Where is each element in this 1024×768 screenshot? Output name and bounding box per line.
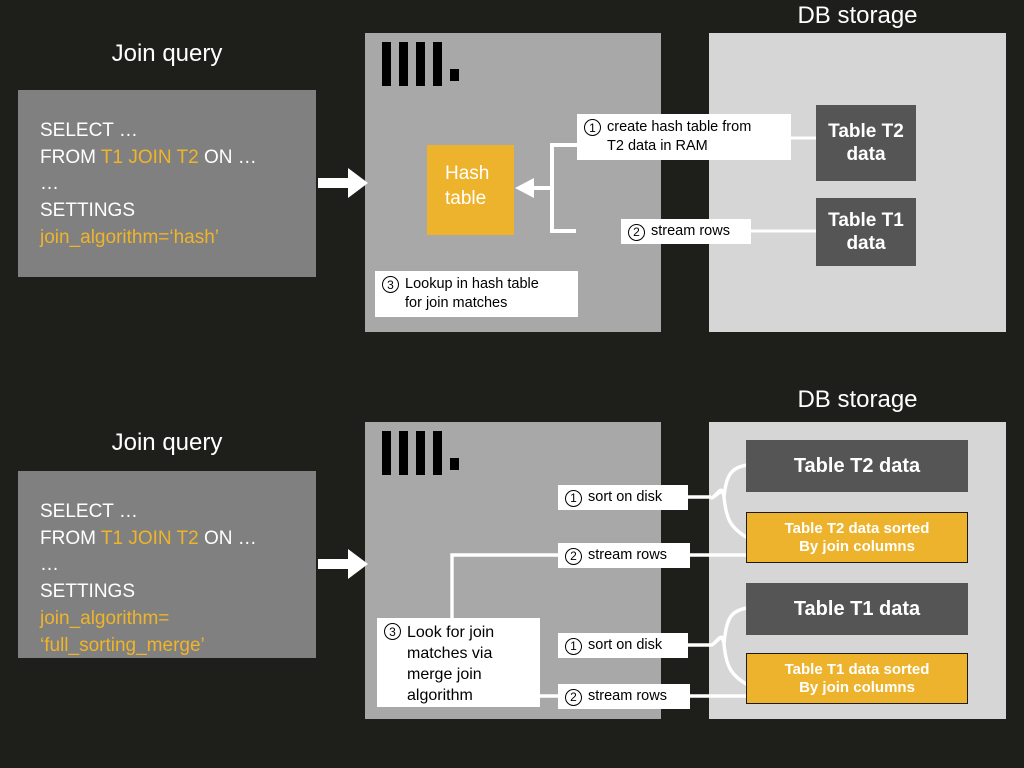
callout-text: Look for join matches via merge join alg… <box>407 624 495 704</box>
table-t2-data-top: Table T2 data <box>816 105 916 181</box>
clickhouse-logo-icon-top <box>382 42 459 86</box>
callout-text: sort on disk <box>588 489 663 505</box>
query-line-join-algorithm-key: join_algorithm= <box>40 608 170 629</box>
query-line-ellipsis: … <box>40 173 59 194</box>
callout-number: 1 <box>565 489 582 507</box>
callout-text: stream rows <box>588 688 667 704</box>
table-t2-data-label: Table T2 data <box>793 454 921 477</box>
callout-create-hash-table: 1 create hash table from T2 data in RAM <box>577 114 791 160</box>
table-t1-data-top: Table T1 data <box>816 198 916 266</box>
query-line-join-algorithm-value: ‘full_sorting_merge’ <box>40 635 205 656</box>
table-t1-data-sorted-label: Table T1 data sorted By join columns <box>784 660 930 696</box>
query-line-settings: SETTINGS <box>40 200 136 221</box>
table-t1-data-bottom: Table T1 data <box>746 583 968 635</box>
callout-sort-on-disk-t1: 1 sort on disk <box>558 633 688 658</box>
query-line-join-algorithm: join_algorithm=‘hash’ <box>40 227 220 248</box>
callout-number: 1 <box>584 119 601 136</box>
table-t2-data-sorted: Table T2 data sorted By join columns <box>746 512 968 563</box>
callout-text: sort on disk <box>588 637 663 653</box>
query-line-ellipsis: … <box>40 554 59 575</box>
table-t2-data-bottom: Table T2 data <box>746 440 968 492</box>
callout-number: 3 <box>382 276 399 293</box>
callout-look-for-join-matches: 3 Look for join matches via merge join a… <box>377 618 540 707</box>
query-line-from: FROM T1 JOIN T2 ON … <box>40 147 257 168</box>
callout-number: 2 <box>565 688 582 706</box>
hash-table-block: Hash table <box>427 145 514 235</box>
join-query-box-top: SELECT … FROM T1 JOIN T2 ON … … SETTINGS… <box>18 90 316 277</box>
callout-stream-rows-t1: 2 stream rows <box>558 684 690 709</box>
query-line-select: SELECT … <box>40 120 138 141</box>
table-t1-data-label: Table T1 data <box>793 597 921 620</box>
table-t2-data-sorted-label: Table T2 data sorted By join columns <box>784 519 930 555</box>
db-storage-title-bottom: DB storage <box>797 386 918 413</box>
query-join-tables: T1 JOIN T2 <box>100 528 199 549</box>
arrow-right-icon-top <box>318 168 368 198</box>
callout-number: 3 <box>384 623 401 640</box>
arrow-right-icon-bottom <box>318 549 368 579</box>
callout-number: 2 <box>565 547 582 565</box>
table-t1-data-sorted: Table T1 data sorted By join columns <box>746 653 968 704</box>
query-line-select: SELECT … <box>40 501 138 522</box>
table-t2-data-label: Table T2 data <box>828 120 904 165</box>
callout-sort-on-disk-t2: 1 sort on disk <box>558 485 688 510</box>
callout-number: 1 <box>565 637 582 655</box>
table-t1-data-label: Table T1 data <box>828 209 904 254</box>
query-line-from: FROM T1 JOIN T2 ON … <box>40 528 257 549</box>
join-query-title-bottom: Join query <box>111 429 223 456</box>
hash-table-line2: table <box>445 188 487 209</box>
callout-text: create hash table from T2 data in RAM <box>607 119 752 154</box>
query-join-tables: T1 JOIN T2 <box>100 147 199 168</box>
db-storage-panel-top <box>709 33 1006 332</box>
hash-table-line1: Hash <box>445 163 490 184</box>
callout-text: Lookup in hash table for join matches <box>405 276 539 311</box>
callout-number: 2 <box>628 223 645 241</box>
callout-lookup-in-hash-table: 3 Lookup in hash table for join matches <box>375 271 578 317</box>
db-storage-title-top: DB storage <box>797 2 918 29</box>
clickhouse-logo-icon-bottom <box>382 431 459 475</box>
callout-text: stream rows <box>651 223 730 239</box>
join-query-box-bottom: SELECT … FROM T1 JOIN T2 ON … … SETTINGS… <box>18 471 316 658</box>
callout-stream-rows-top: 2 stream rows <box>621 219 751 244</box>
callout-text: stream rows <box>588 547 667 563</box>
join-query-title-top: Join query <box>111 40 223 67</box>
query-line-settings: SETTINGS <box>40 581 136 602</box>
callout-stream-rows-t2: 2 stream rows <box>558 543 690 568</box>
